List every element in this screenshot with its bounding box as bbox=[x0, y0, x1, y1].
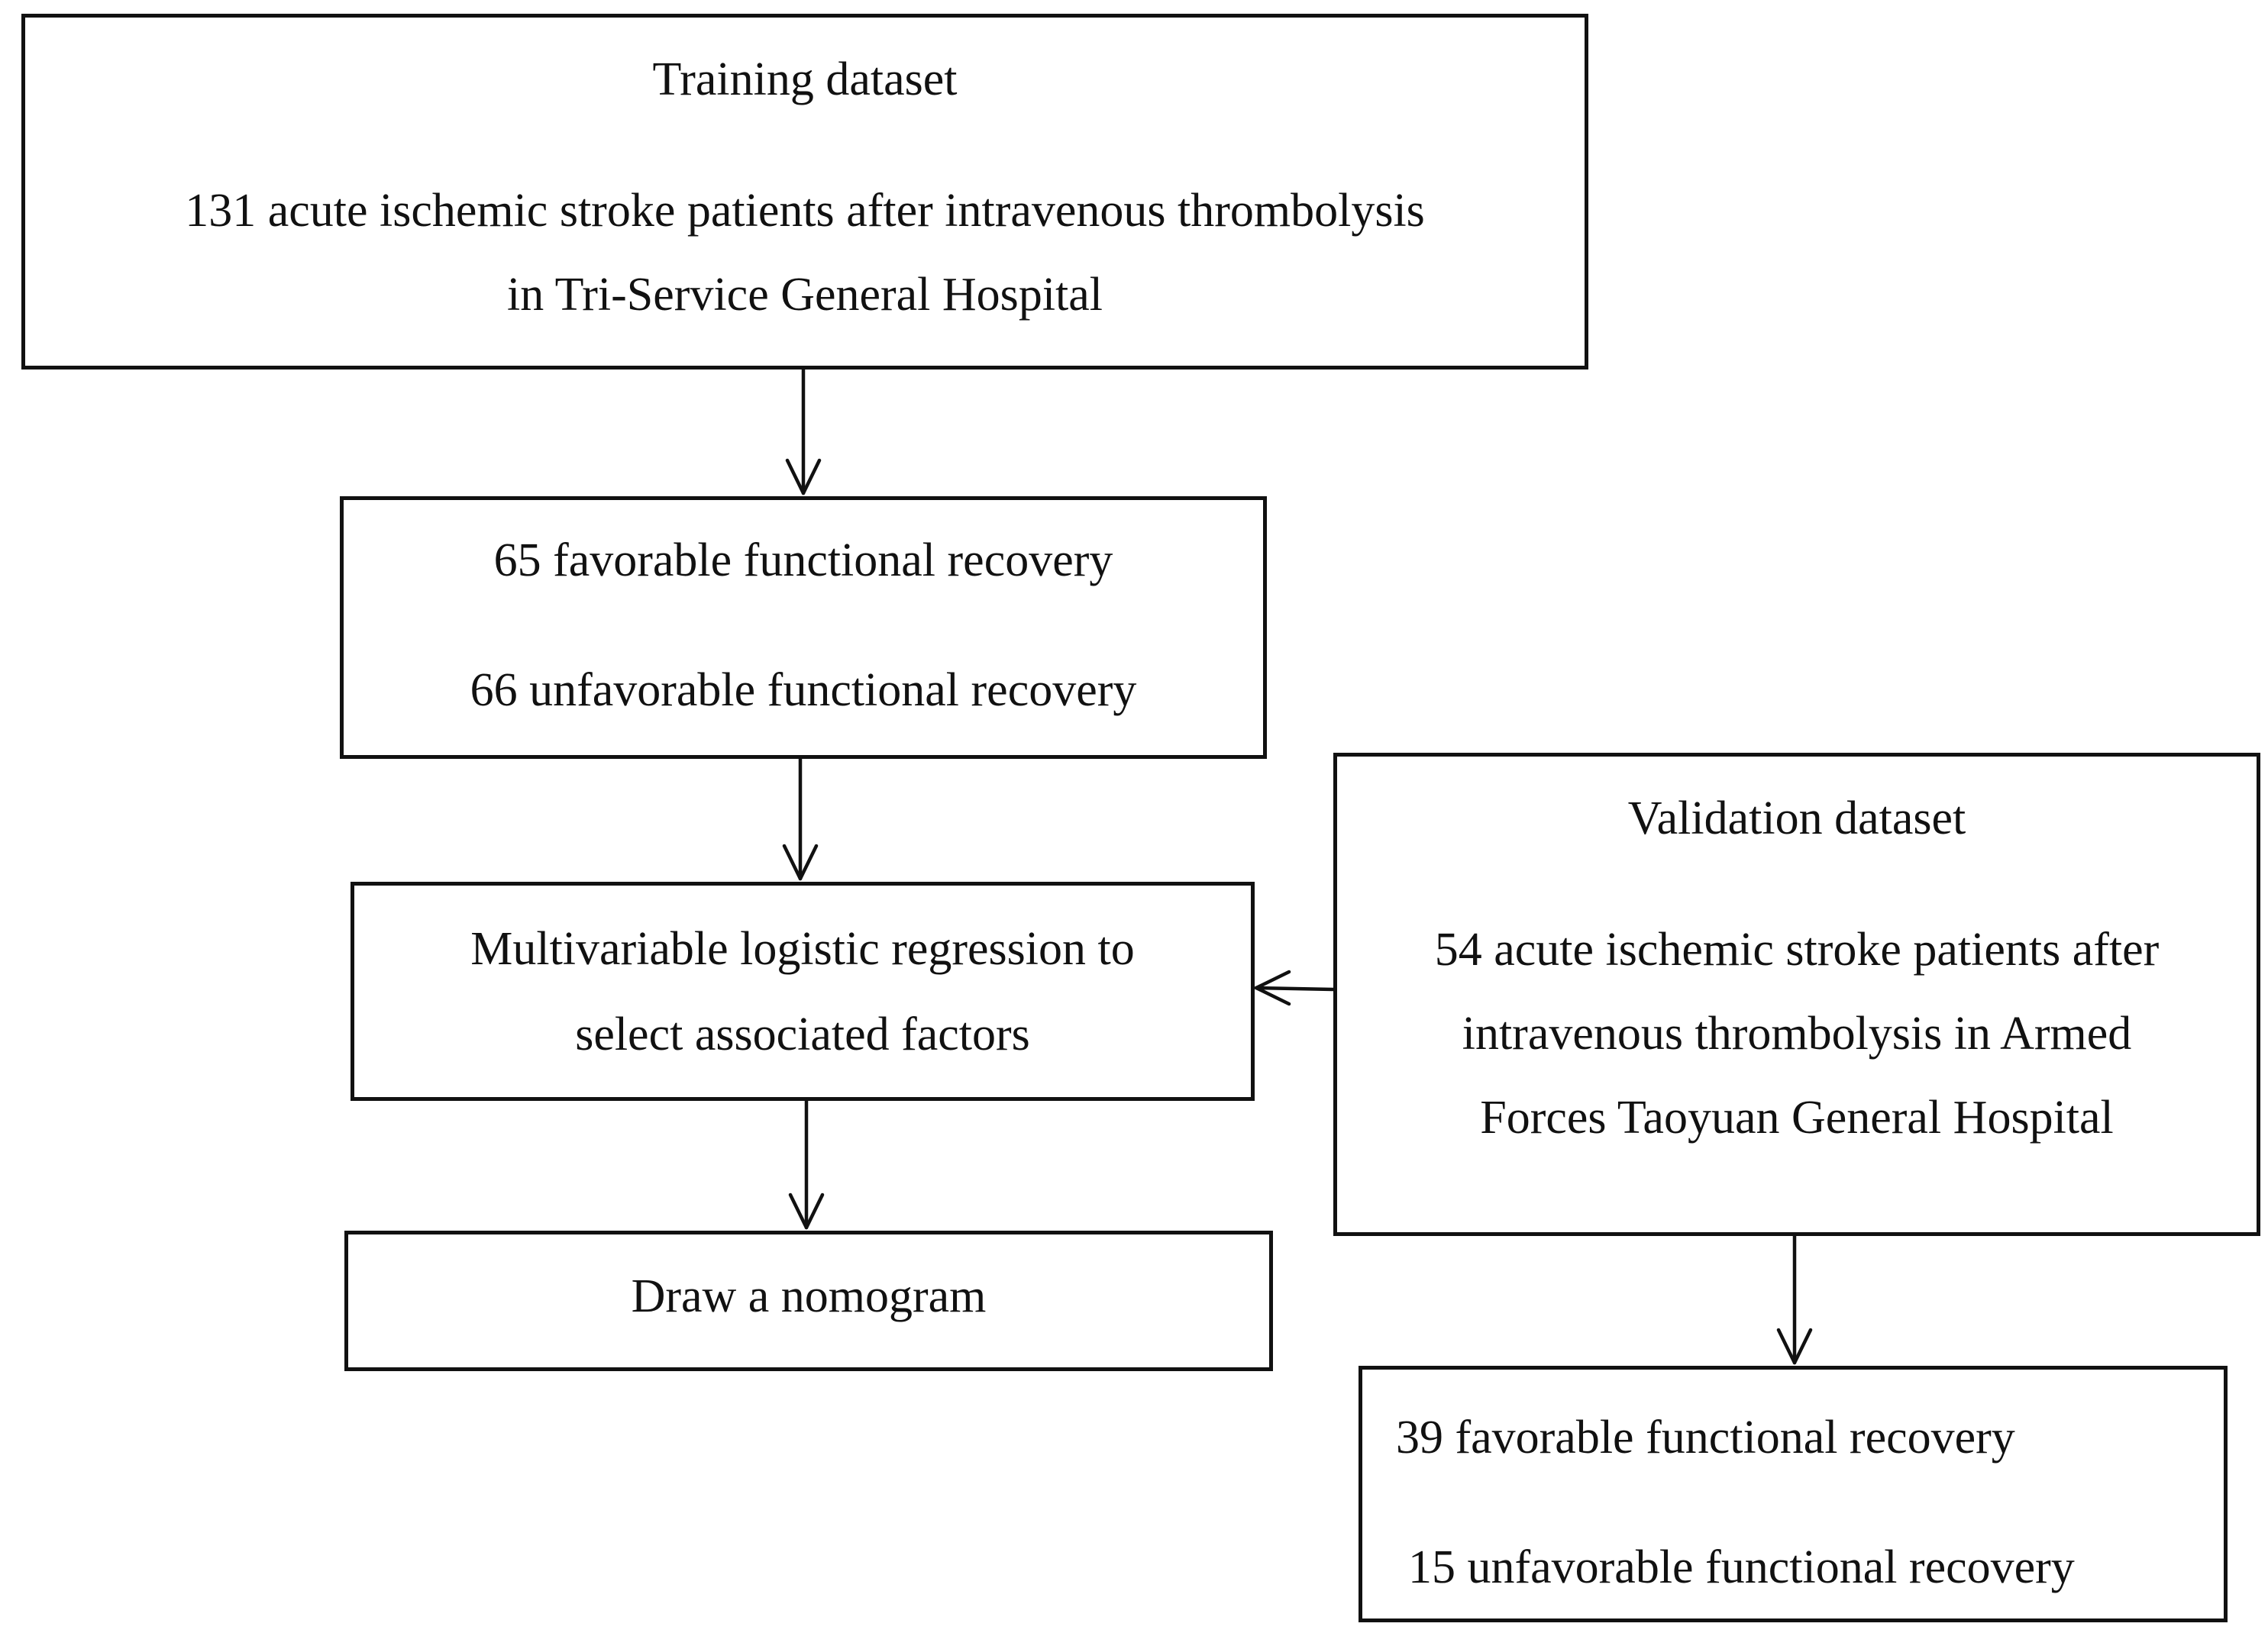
training-dataset-line-1: 131 acute ischemic stroke patients after… bbox=[185, 185, 1425, 237]
validation-dataset-title: Validation dataset bbox=[1627, 792, 1966, 844]
validation-dataset-box: Validation dataset 54 acute ischemic str… bbox=[1333, 753, 2260, 1236]
validation-dataset-line-1: 54 acute ischemic stroke patients after bbox=[1434, 924, 2160, 976]
validation-dataset-line-2: intravenous thrombolysis in Armed bbox=[1462, 1008, 2132, 1060]
arrowhead-validation-to-outcomes bbox=[1776, 1328, 1813, 1365]
training-dataset-title: Training dataset bbox=[652, 53, 958, 105]
arrowhead-training-to-outcomes bbox=[785, 458, 822, 495]
nomogram-label: Draw a nomogram bbox=[631, 1270, 987, 1322]
training-dataset-line-2: in Tri-Service General Hospital bbox=[506, 269, 1103, 321]
validation-outcomes-box: 39 favorable functional recovery 15 unfa… bbox=[1359, 1366, 2228, 1622]
regression-line-2: select associated factors bbox=[575, 1009, 1030, 1060]
validation-dataset-line-3: Forces Taoyuan General Hospital bbox=[1480, 1092, 2114, 1144]
training-dataset-box: Training dataset 131 acute ischemic stro… bbox=[21, 14, 1588, 370]
arrowhead-validation-to-regression bbox=[1254, 970, 1291, 1006]
validation-unfavorable-count: 15 unfavorable functional recovery bbox=[1408, 1541, 2075, 1593]
arrowhead-regression-to-nomogram bbox=[788, 1192, 825, 1230]
training-unfavorable-count: 66 unfavorable functional recovery bbox=[470, 664, 1137, 716]
nomogram-box: Draw a nomogram bbox=[344, 1231, 1273, 1371]
arrow-validation-to-regression bbox=[1254, 986, 1336, 992]
regression-line-1: Multivariable logistic regression to bbox=[470, 923, 1135, 975]
training-favorable-count: 65 favorable functional recovery bbox=[493, 534, 1113, 586]
regression-box: Multivariable logistic regression to sel… bbox=[351, 882, 1255, 1101]
arrowhead-outcomes-to-regression bbox=[782, 844, 819, 881]
training-outcomes-box: 65 favorable functional recovery 66 unfa… bbox=[340, 496, 1267, 759]
validation-favorable-count: 39 favorable functional recovery bbox=[1396, 1412, 2015, 1464]
